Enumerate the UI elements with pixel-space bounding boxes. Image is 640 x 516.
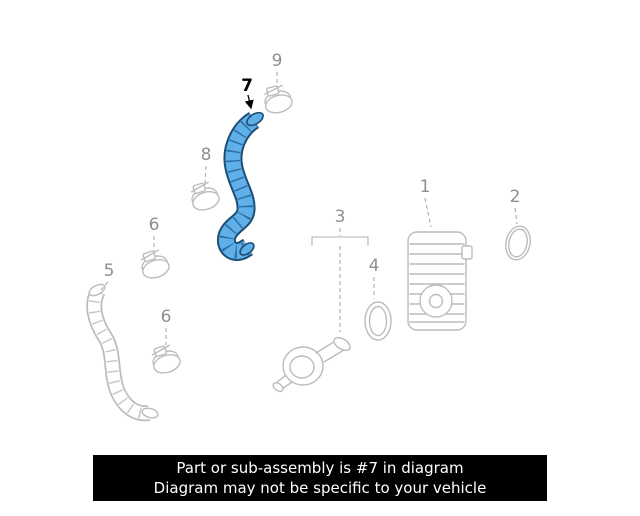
part-label-3: 3 bbox=[335, 207, 346, 227]
part-4-gasket bbox=[364, 301, 392, 341]
leader-line-2 bbox=[514, 207, 518, 225]
footer-line1: Part or sub-assembly is #7 in diagram bbox=[176, 459, 464, 477]
part-label-1: 1 bbox=[420, 177, 431, 197]
leader-line-5 bbox=[100, 281, 109, 291]
part-label-6-upper: 6 bbox=[149, 215, 160, 235]
part-label-4: 4 bbox=[369, 256, 380, 276]
part-9-clamp bbox=[264, 84, 293, 114]
part-7-arrow bbox=[244, 94, 254, 110]
part-7-hose-highlighted bbox=[216, 111, 264, 261]
part-label-7: 7 bbox=[241, 76, 253, 96]
part-8-clamp bbox=[190, 181, 220, 211]
leader-bracket-3 bbox=[311, 236, 369, 246]
part-1-oil-cooler bbox=[407, 231, 473, 331]
part-label-6-lower: 6 bbox=[161, 307, 172, 327]
leader-line-8 bbox=[204, 165, 207, 184]
part-label-8: 8 bbox=[201, 145, 212, 165]
part-6-clamp-lower bbox=[151, 344, 181, 374]
leader-line-1 bbox=[424, 197, 432, 228]
part-label-9: 9 bbox=[272, 51, 283, 71]
part-2-o-ring bbox=[505, 225, 531, 261]
part-label-5: 5 bbox=[104, 261, 115, 281]
part-3-water-inlet bbox=[272, 336, 351, 393]
part-5-hose bbox=[86, 283, 159, 422]
part-label-2: 2 bbox=[510, 187, 521, 207]
footer-note: Part or sub-assembly is #7 in diagram Di… bbox=[93, 455, 547, 501]
part-6-clamp-upper bbox=[140, 249, 170, 279]
footer-line2: Diagram may not be specific to your vehi… bbox=[153, 479, 487, 497]
